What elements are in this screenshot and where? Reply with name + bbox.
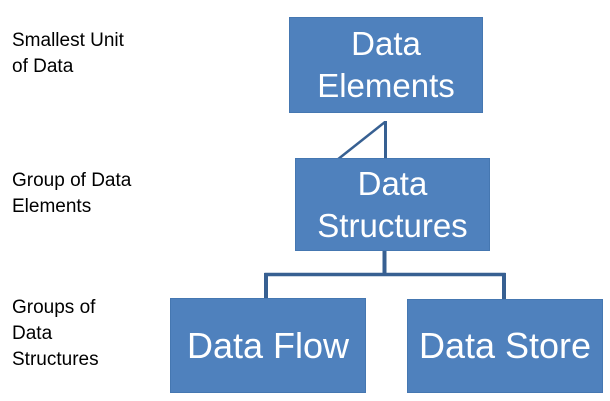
node-data-store: Data Store: [407, 299, 603, 393]
caption-group-of-data-elements: Group of Data Elements: [12, 170, 132, 217]
node-data-elements: Data Elements: [289, 17, 483, 113]
node-data-structures: Data Structures: [295, 158, 490, 251]
node-data-flow: Data Flow: [170, 298, 366, 393]
caption-smallest-unit-of-data: Smallest Unit of Data: [12, 30, 124, 77]
caption-groups-of-data-structures: Groups of Data Structures: [12, 297, 99, 370]
connector-elements-structures-diagonal: [336, 121, 386, 161]
